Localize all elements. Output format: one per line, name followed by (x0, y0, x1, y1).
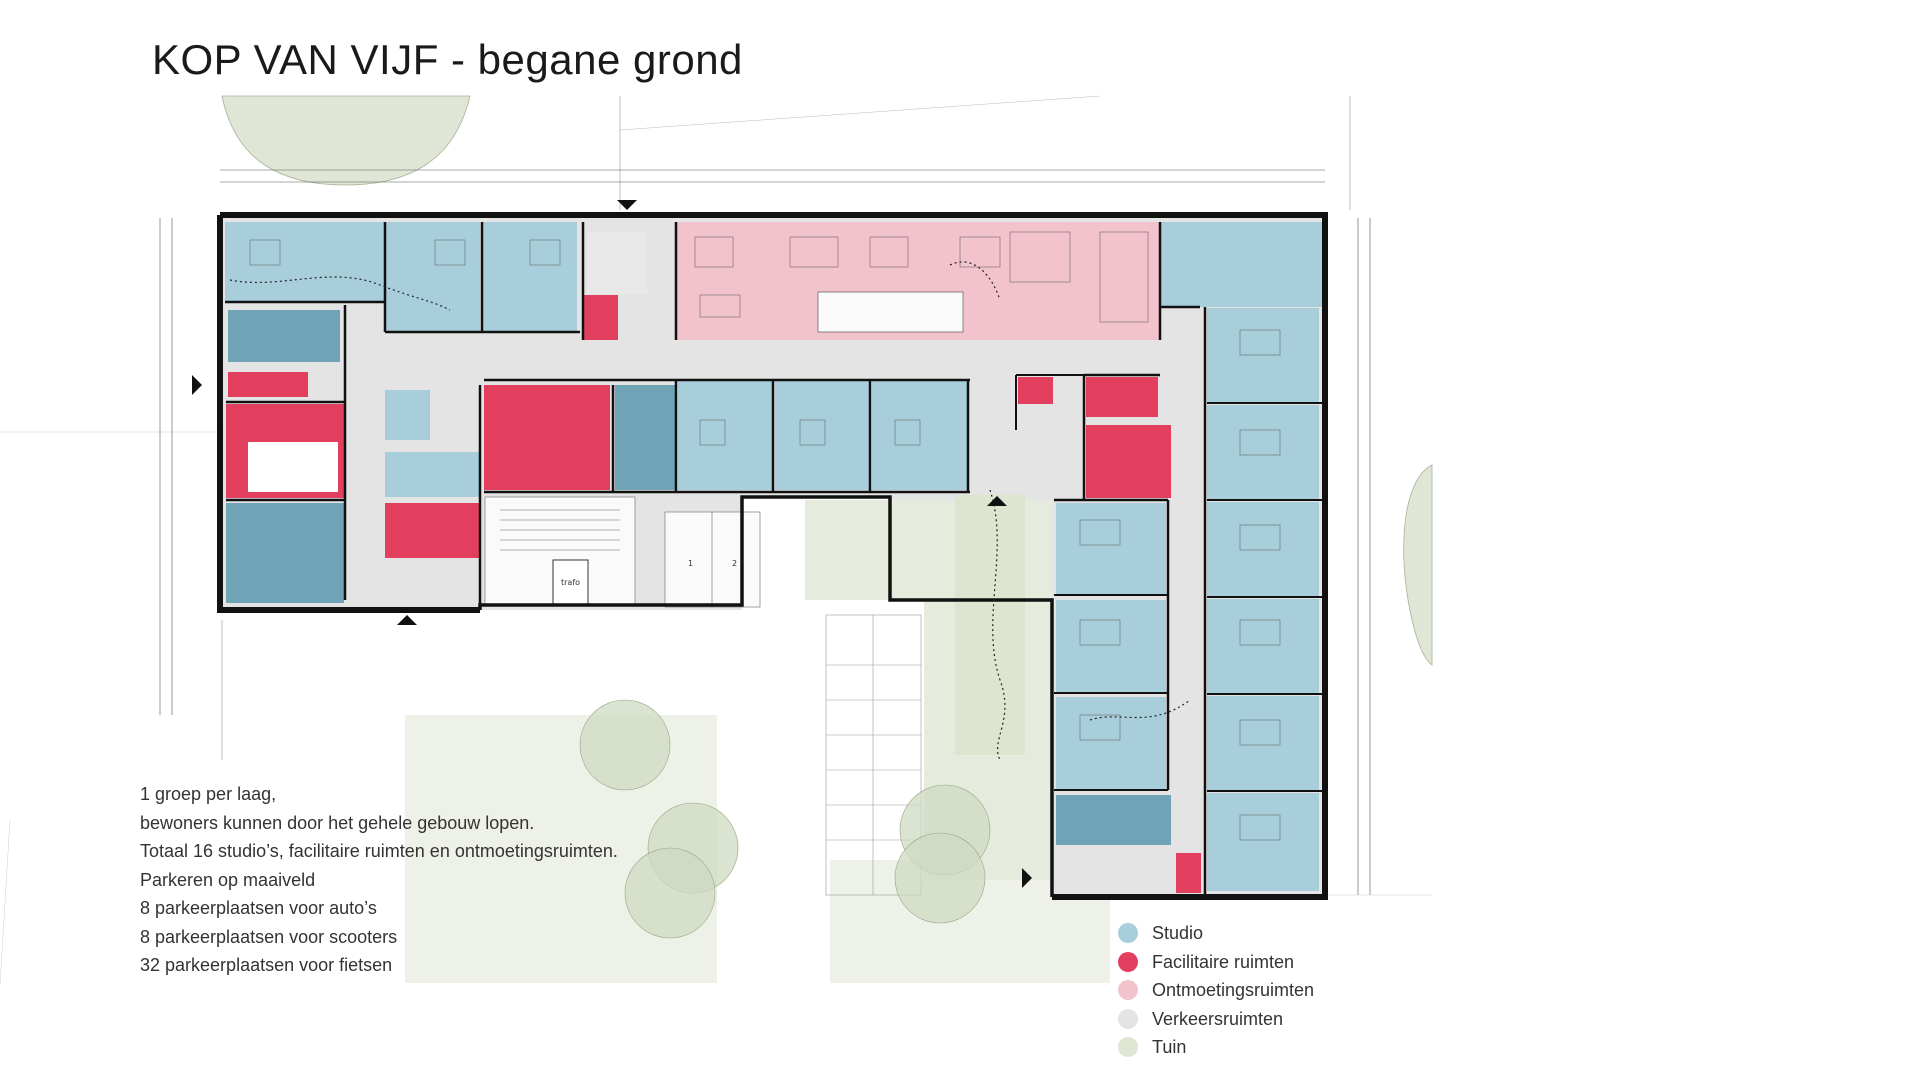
studio (1056, 503, 1166, 595)
kitchen-block (817, 291, 964, 333)
legend-label: Ontmoetingsruimten (1152, 980, 1315, 1000)
building: trafo 1 2 (192, 200, 1328, 900)
walls (217, 212, 1328, 900)
studio (1056, 600, 1166, 692)
studio-dark (228, 310, 340, 362)
studio (872, 380, 967, 490)
stair-label-2: 2 (732, 559, 737, 568)
legend-label: Verkeersruimten (1152, 1008, 1284, 1029)
courtyard-planting (955, 495, 1025, 755)
facilitair-small (583, 295, 618, 340)
studio-small (385, 390, 430, 440)
studio-dark (615, 385, 675, 490)
entrance-hall (587, 232, 647, 294)
stair-label-1: 1 (688, 559, 693, 568)
studio (225, 222, 325, 302)
legend: Studio Facilitaire ruimten Ontmoetingsru… (1118, 919, 1314, 1062)
legend-swatch (1118, 980, 1138, 1001)
facilitair (1086, 463, 1171, 498)
note-line: bewoners kunnen door het gehele gebouw l… (140, 812, 535, 833)
facilitair (1086, 425, 1171, 463)
studio (1207, 308, 1319, 403)
entrance-marker (192, 375, 202, 395)
studio (1056, 697, 1166, 789)
dimension-lines (159, 169, 1371, 895)
studio-dark (226, 503, 344, 603)
legend-item-tuin: Tuin (1118, 1033, 1314, 1062)
note-line: 8 parkeerplaatsen voor auto’s (140, 898, 377, 918)
studio (1207, 599, 1319, 694)
studio (482, 222, 577, 332)
note-line: 1 groep per laag, (140, 784, 277, 804)
note-line: 32 parkeerplaatsen voor fietsen (140, 955, 393, 975)
facilitair (385, 503, 480, 558)
legend-swatch (1118, 923, 1138, 944)
facilitair-main (484, 385, 610, 490)
legend-item-ontmoeting: Ontmoetingsruimten (1118, 976, 1314, 1005)
facilitair (1176, 853, 1201, 893)
studio (1160, 222, 1322, 307)
stair-white (248, 442, 338, 492)
studio (678, 380, 773, 490)
page-title: KOP VAN VIJF - begane grond (152, 36, 743, 83)
facilitair (1086, 377, 1158, 417)
legend-swatch (1118, 1008, 1138, 1029)
legend-label: Tuin (1152, 1037, 1187, 1057)
studio (1207, 405, 1319, 500)
note-line: Totaal 16 studio’s, facilitaire ruimten … (140, 841, 618, 861)
studio (775, 380, 870, 490)
trees (579, 699, 991, 939)
stair-core (484, 496, 761, 608)
interior-details (249, 231, 1281, 841)
legend-label: Facilitaire ruimten (1152, 951, 1295, 972)
entrance-marker (987, 496, 1007, 506)
legend-item-verkeer: Verkeersruimten (1118, 1005, 1314, 1034)
note-line: 8 parkeerplaatsen voor scooters (140, 926, 398, 947)
entrance-marker (617, 200, 637, 210)
parking-strip (825, 614, 922, 896)
project-notes: 1 groep per laag, bewoners kunnen door h… (140, 780, 618, 980)
entrance-marker (1022, 868, 1032, 888)
trafo-label: trafo (561, 578, 580, 587)
studio (385, 222, 480, 332)
legend-swatch (1118, 951, 1138, 972)
facilitair (1018, 377, 1053, 404)
facilitair (228, 372, 308, 397)
legend-item-facilitaire: Facilitaire ruimten (1118, 948, 1314, 977)
trafo-box (552, 559, 589, 606)
studio (1207, 793, 1319, 891)
studio (325, 222, 385, 302)
studio-small (385, 452, 480, 497)
studio (1207, 696, 1319, 791)
walk-route (229, 261, 1191, 761)
tree (579, 699, 671, 791)
note-line: Parkeren op maaiveld (140, 869, 316, 890)
legend-label: Studio (1152, 923, 1204, 943)
tree (894, 832, 986, 924)
tree-top-left (221, 95, 471, 186)
studio-dark (1056, 795, 1171, 845)
legend-item-studio: Studio (1118, 919, 1314, 948)
tree (624, 847, 716, 939)
studio (1207, 502, 1319, 597)
tree-right (1403, 464, 1433, 666)
entrance-marker (397, 615, 417, 625)
legend-swatch (1118, 1037, 1138, 1058)
